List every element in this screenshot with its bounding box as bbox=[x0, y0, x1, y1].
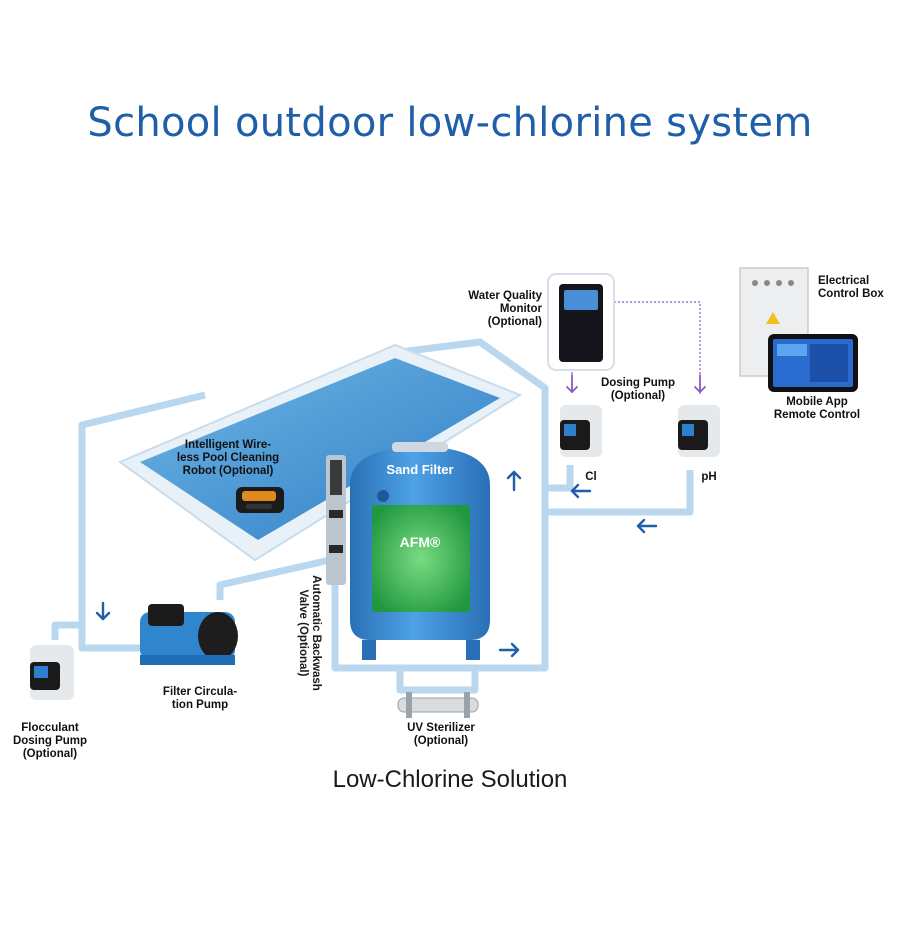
mobile-app-tablet bbox=[768, 334, 858, 392]
pipe-pool-return bbox=[331, 338, 549, 672]
signal-arrow-ph bbox=[694, 374, 706, 394]
pipe-dosing-ph bbox=[545, 470, 694, 516]
backwash-valve-label: Automatic Backwash Valve (Optional) bbox=[297, 575, 322, 691]
filter-pump-label: Filter Circula- tion Pump bbox=[162, 686, 238, 711]
cleaning-robot-label: Intelligent Wire- less Pool Cleaning Rob… bbox=[176, 439, 280, 477]
flocculant-pump-label: Flocculant Dosing Pump (Optional) bbox=[12, 722, 88, 760]
water-quality-monitor-label: Water Quality Monitor (Optional) bbox=[468, 290, 542, 328]
pool bbox=[117, 343, 523, 562]
arrow-left-dosing bbox=[570, 483, 592, 499]
uv-sterilizer-label: UV Sterilizer (Optional) bbox=[407, 722, 475, 747]
filter-circulation-pump bbox=[140, 604, 238, 665]
afm-label: AFM® bbox=[400, 534, 441, 550]
cleaning-robot bbox=[236, 487, 284, 513]
arrow-right-outlet bbox=[498, 642, 520, 658]
flocculant-pump bbox=[30, 645, 74, 700]
uv-sterilizer bbox=[397, 692, 479, 718]
dosing-pump-label: Dosing Pump (Optional) bbox=[600, 377, 676, 402]
pipe-pool-suction bbox=[78, 391, 206, 652]
arrow-left-ph bbox=[636, 518, 658, 534]
caption: Low-Chlorine Solution bbox=[332, 766, 568, 793]
backwash-valve bbox=[326, 455, 346, 585]
electrical-control-box-label: Electrical Control Box bbox=[818, 275, 884, 300]
sand-filter bbox=[350, 442, 490, 660]
pipe-floc bbox=[51, 621, 82, 640]
pipe-uv bbox=[396, 668, 479, 694]
pool-water bbox=[140, 358, 500, 540]
sand-filter-label: Sand Filter bbox=[386, 462, 453, 477]
pipe-pump-to-valve bbox=[216, 556, 331, 600]
mobile-app-label: Mobile App Remote Control bbox=[773, 396, 861, 421]
cl-label: Cl bbox=[585, 471, 597, 483]
signal-arrows bbox=[566, 374, 706, 394]
pipe-network bbox=[51, 338, 694, 694]
dosing-pump-cl bbox=[560, 405, 602, 457]
signal-monitor-to-ph bbox=[610, 301, 701, 395]
pipe-dosing-loop bbox=[545, 465, 574, 492]
ph-label: pH bbox=[701, 471, 717, 483]
water-quality-monitor bbox=[547, 273, 615, 371]
dosing-pump-ph bbox=[678, 405, 720, 457]
arrow-down-suction bbox=[95, 601, 111, 621]
page-title: School outdoor low-chlorine system bbox=[87, 100, 813, 146]
arrow-up-return bbox=[506, 470, 522, 492]
flow-arrows bbox=[95, 470, 658, 658]
signal-arrow-cl bbox=[566, 374, 578, 394]
